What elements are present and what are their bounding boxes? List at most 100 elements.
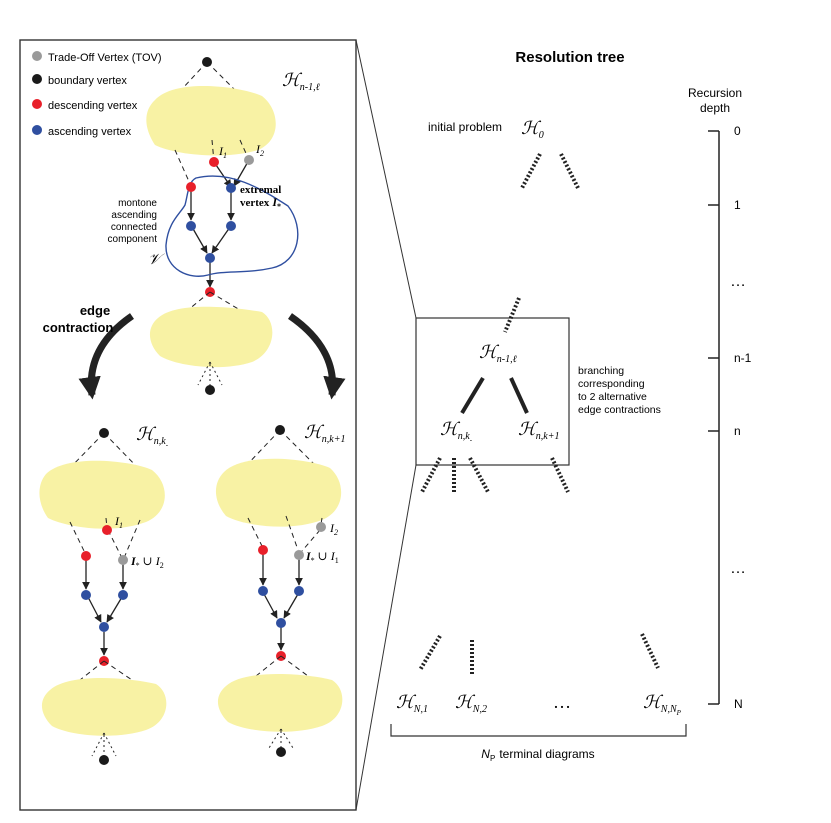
br-vertex-asc-bottom xyxy=(276,618,286,628)
legend-ascending-label: ascending vertex xyxy=(48,126,132,138)
edge-asc-right-bottom xyxy=(211,226,231,254)
br-edge-blob-I2 xyxy=(320,517,323,525)
branch-note-line3: to 2 alternative xyxy=(578,391,647,403)
bottom-left-diagram: ℋn,k- I1 I*∪I2 xyxy=(39,424,169,765)
terminal-2-label: ℋN,2 xyxy=(455,692,487,715)
legend-ascending-marker xyxy=(32,125,42,135)
br-dot-right xyxy=(280,728,294,749)
mid-incoming-branch xyxy=(503,297,521,333)
component-label-line3: connected xyxy=(111,222,157,233)
arrow-label-line1: edge xyxy=(80,303,110,318)
mid-node-label: ℋn-1,ℓ xyxy=(479,342,517,365)
br-vertex-desc xyxy=(258,545,268,555)
br-edge-blob-union xyxy=(285,515,299,551)
edge-I1-extremal xyxy=(213,161,232,188)
child-right-branch-1 xyxy=(550,457,570,493)
legend: Trade-Off Vertex (TOV) boundary vertex d… xyxy=(32,51,162,138)
br-edge-blob-lower-right xyxy=(280,655,309,677)
bl-edge-blob-lower-right xyxy=(103,660,133,681)
br-edge-blob-desc xyxy=(247,517,264,549)
bl-vertex-union xyxy=(118,555,128,565)
depth-tick-label-n-1: n-1 xyxy=(734,351,752,365)
vertex-asc-bottom xyxy=(205,253,215,263)
bl-vertex-asc-left xyxy=(81,590,91,600)
vertex-desc-left xyxy=(186,182,196,192)
label-I1: I1 xyxy=(218,144,227,160)
br-blob-lower xyxy=(217,674,343,732)
top-boundary-vertex xyxy=(202,57,212,67)
vertex-extremal xyxy=(226,183,236,193)
vertex-I1 xyxy=(209,157,219,167)
depth-tick-label-n: n xyxy=(734,424,741,438)
br-vertex-asc-left xyxy=(258,586,268,596)
bl-edge-blob-union xyxy=(123,519,141,559)
edge-I2-extremal xyxy=(233,159,250,187)
terminal-ellipsis: … xyxy=(553,692,571,712)
bl-vertex-I1 xyxy=(102,525,112,535)
terminal-1-label: ℋN,1 xyxy=(396,692,428,715)
zoom-line-bottom xyxy=(355,464,417,811)
edge-desc-blob-left xyxy=(187,291,211,311)
root-branch-right xyxy=(559,153,580,189)
bottom-right-diagram: ℋn,k+1 I2 I*∪I1 xyxy=(215,422,345,757)
br-edge-I2-union xyxy=(301,529,321,552)
label-I2: I2 xyxy=(255,142,264,158)
zoom-box xyxy=(415,317,570,466)
edge-asc-left-bottom xyxy=(191,226,208,254)
bl-edge-I1-union xyxy=(107,529,122,557)
root-node-label: ℋ0 xyxy=(521,118,544,141)
resolution-tree: Resolution tree initial problem ℋ0 ℋn-1,… xyxy=(390,49,687,763)
bl-edge-blob-desc xyxy=(69,521,87,556)
vertex-I2 xyxy=(244,155,254,165)
br-edge-blob-lower-left xyxy=(255,655,282,677)
component-label-line1: montone xyxy=(118,198,157,209)
edge-desc-blob-right xyxy=(209,291,241,311)
top-diagram-bottom-boundary xyxy=(205,385,215,395)
bl-dot-left xyxy=(91,732,105,757)
component-symbol: 𝒱 xyxy=(148,252,165,268)
depth-tick-label-ellipsis-2: … xyxy=(730,560,746,577)
edge-lower-blob-boundary-right xyxy=(209,361,223,386)
mid-branch-right xyxy=(509,377,529,414)
legend-descending-marker xyxy=(32,99,42,109)
depth-tick-label-0: 0 xyxy=(734,124,741,138)
terminal-bracket xyxy=(390,724,687,737)
br-edge-asc-left-bottom xyxy=(263,593,278,619)
bl-blob-lower xyxy=(41,678,167,736)
top-diagram-label: ℋn-1,ℓ xyxy=(282,70,320,93)
legend-boundary-label: boundary vertex xyxy=(48,75,127,87)
contraction-arrow-right xyxy=(288,313,346,400)
vertex-asc-right xyxy=(226,221,236,231)
br-vertex-union xyxy=(294,550,304,560)
bl-vertex-asc-right xyxy=(118,590,128,600)
monotone-component-outline xyxy=(165,175,299,277)
br-dot-left xyxy=(268,728,282,749)
contraction-arrows: edge contraction xyxy=(43,303,346,400)
page-title: Resolution tree xyxy=(515,49,624,66)
bl-edge-asc-left-bottom xyxy=(87,596,102,623)
legend-boundary-marker xyxy=(32,74,42,84)
bl-dot-right xyxy=(103,732,117,757)
edge-blob-desc-left xyxy=(174,149,192,187)
top-blob-upper xyxy=(146,85,276,156)
br-vertex-I2 xyxy=(316,522,326,532)
edge-lower-blob-boundary-left xyxy=(197,361,211,386)
depth-tick-label-1: 1 xyxy=(734,198,741,212)
branch-note-line4: edge contractions xyxy=(578,404,661,416)
root-branch-left xyxy=(520,153,542,189)
bl-label-union: I*∪I2 xyxy=(130,554,164,570)
bl-bottom-boundary xyxy=(99,755,109,765)
component-label-line4: component xyxy=(108,234,158,245)
br-blob-upper xyxy=(215,458,342,527)
terminal-last-branch xyxy=(640,633,660,669)
legend-tov-label: Trade-Off Vertex (TOV) xyxy=(48,52,162,64)
bl-edge-blob-lower-left xyxy=(79,660,105,681)
bl-vertex-asc-bottom xyxy=(99,622,109,632)
depth-axis: Recursion depth 0 1 … n-1 n … N xyxy=(688,86,752,711)
arrow-label-line2: contraction xyxy=(43,320,114,335)
child-left-branch-1 xyxy=(420,457,442,493)
top-blob-lower xyxy=(149,306,273,368)
